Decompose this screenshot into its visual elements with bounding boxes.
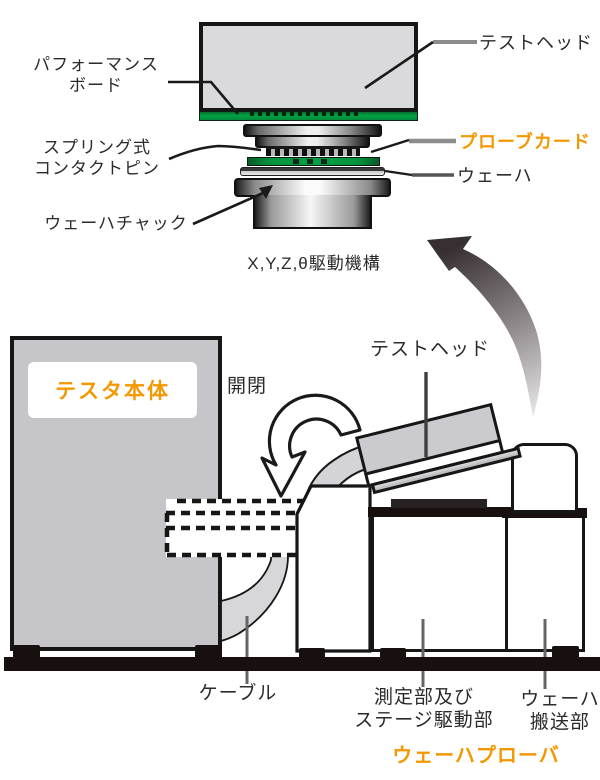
machine-foot [380, 648, 406, 658]
machine-foot [299, 648, 325, 658]
label-open-close: 開閉 [227, 376, 268, 397]
label-measurement-unit: 測定部及び ステージ駆動部 [354, 687, 494, 731]
head-plate-strip [391, 499, 487, 508]
transfer-top-box [511, 443, 578, 513]
spring-contact-pins [266, 146, 360, 156]
rotation-arrow [260, 393, 362, 498]
leader-wafer [384, 169, 413, 177]
label-wafer: ウェーハ [457, 166, 533, 186]
floor-line [4, 657, 600, 671]
prober-hood [295, 484, 372, 653]
machine-foot [552, 646, 579, 658]
tilted-test-head [355, 398, 525, 495]
tester-nameplate-label: テスタ本体 [55, 380, 170, 403]
label-cable: ケーブル [198, 683, 278, 704]
measurement-unit-top-edge [368, 507, 511, 517]
label-spring-contact: スプリング式 コンタクトピン [34, 138, 160, 178]
leader-probe-card [370, 138, 410, 154]
transfer-unit-box [505, 510, 585, 652]
tester-nameplate: テスタ本体 [28, 362, 197, 418]
machine-foot [195, 645, 222, 658]
cable-band [220, 555, 289, 643]
wafer-disc [240, 167, 385, 176]
label-transfer-unit: ウェーハ 搬送部 [520, 689, 600, 733]
label-wafer-prober: ウェーハプローバ [392, 745, 560, 767]
test-head-box [199, 22, 418, 112]
wafer-chuck-body [253, 195, 372, 229]
swing-up-arrow [427, 236, 542, 417]
label-wafer-chuck: ウェーハチャック [44, 214, 188, 233]
transfer-unit-top-edge [502, 508, 587, 518]
label-performance-board: パフォーマンス ボード [33, 55, 159, 95]
label-probe-card: プローブカード [459, 132, 591, 152]
performance-board-pins [250, 111, 362, 116]
label-test-head-top: テストヘッド [479, 33, 593, 53]
measurement-unit-box [371, 511, 508, 652]
probe-card-needles [293, 159, 335, 164]
label-drive-mechanism: X,Y,Z,θ駆動機構 [247, 254, 381, 273]
machine-foot [13, 645, 40, 658]
label-test-head-bottom: テストヘッド [369, 339, 491, 360]
